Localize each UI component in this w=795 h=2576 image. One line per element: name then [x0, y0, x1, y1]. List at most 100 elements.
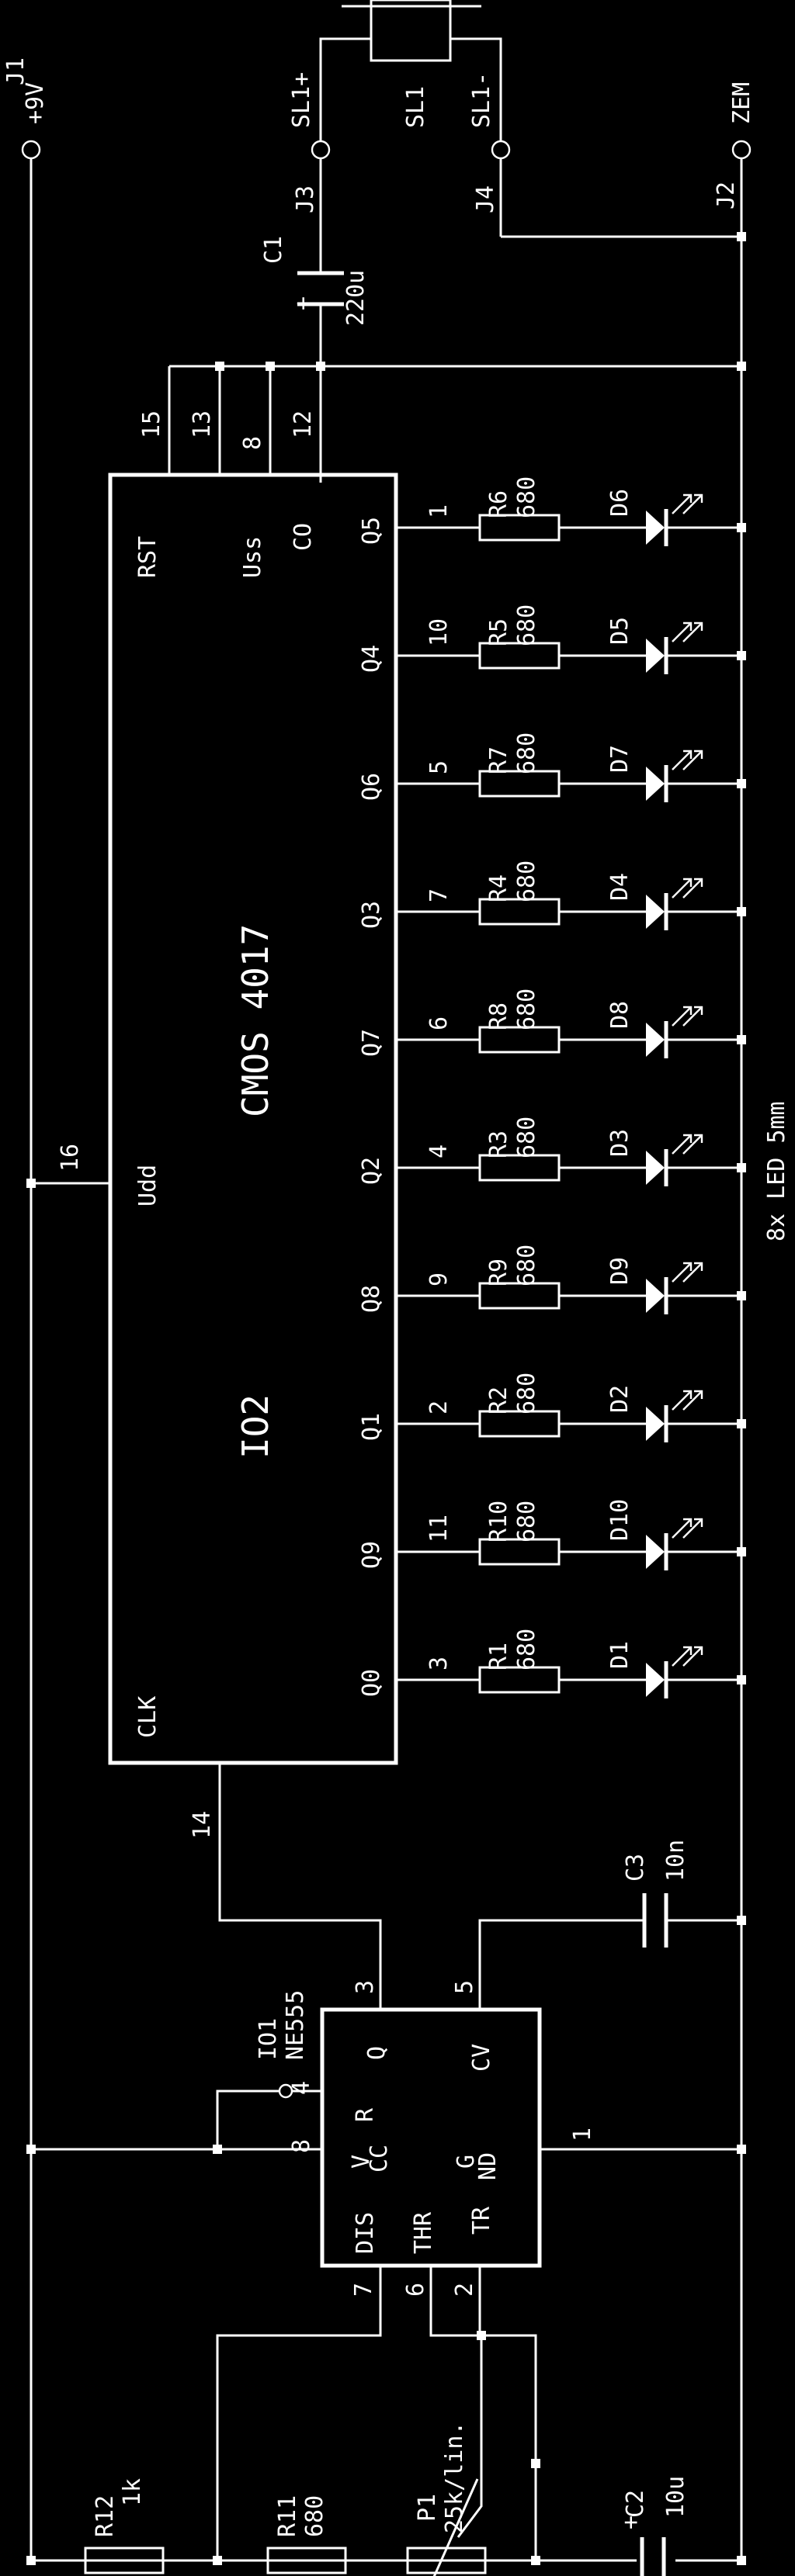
- led-icon: [646, 1663, 665, 1697]
- speaker-sl1: SL1: [342, 0, 481, 128]
- output-resistor-ref: R10: [485, 1501, 512, 1542]
- output-q-label: Q1: [358, 1413, 385, 1441]
- io1-part: NE555: [282, 1990, 309, 2060]
- c3-ref: C3: [622, 1854, 649, 1882]
- output-resistor-ref: R5: [485, 618, 512, 646]
- output-resistor-ref: R2: [485, 1387, 512, 1414]
- output-resistor-value: 680: [513, 1373, 540, 1414]
- led-arrow: [672, 750, 692, 770]
- connector-j3: J3 SL1+: [288, 72, 331, 213]
- output-led-ref: D2: [606, 1385, 634, 1413]
- junction-dot: [737, 523, 746, 532]
- io2-ref: IO2: [234, 1394, 276, 1459]
- j4-name: SL1-: [468, 72, 495, 128]
- output-resistor-value: 680: [513, 1629, 540, 1671]
- junction-dot: [737, 651, 746, 660]
- led-arrow-head: [683, 493, 693, 503]
- led-note: 8x LED 5mm: [763, 1101, 790, 1241]
- io2-pin-uss-number: 8: [239, 436, 266, 450]
- output-resistor-ref: R9: [485, 1259, 512, 1286]
- led-icon: [646, 511, 665, 545]
- io1-pin-2-number: 2: [451, 2283, 478, 2297]
- led-arrow: [672, 1262, 692, 1283]
- j1-ref: J1: [2, 57, 30, 85]
- led-arrow: [682, 1646, 703, 1667]
- c1-value: 220u: [342, 270, 370, 326]
- output-led-ref: D5: [606, 617, 634, 645]
- led-arrow: [682, 622, 703, 642]
- junction-dot: [737, 1547, 746, 1556]
- output-resistor-ref: R6: [485, 490, 512, 518]
- led-arrow: [682, 878, 703, 898]
- io1-pin-5-number: 5: [451, 1980, 478, 1994]
- connector-j1: J1 +9V: [2, 57, 49, 160]
- io2-label-uss: Uss: [239, 536, 266, 578]
- led-arrow-head: [694, 1518, 703, 1527]
- c2-value: 10u: [662, 2476, 689, 2518]
- io1-label-v: V: [348, 2155, 375, 2169]
- j2-ref: J2: [713, 182, 740, 209]
- junction-dot: [737, 1291, 746, 1300]
- c1-ref: C1: [260, 236, 287, 264]
- output-q-label: Q4: [358, 645, 385, 673]
- output-led-ref: D1: [606, 1641, 634, 1669]
- resistor-r11: R11 680: [266, 2495, 347, 2574]
- io1-label-g: G: [453, 2155, 480, 2169]
- output-resistor-value: 680: [513, 732, 540, 774]
- ic-io2: 15 13 8 12 RST Uss CO Udd CLK CMOS 4017 …: [31, 365, 741, 2010]
- io1-label-cv: CV: [468, 2044, 495, 2072]
- output-led-ref: D10: [606, 1499, 634, 1541]
- capacitor-c3: C3 10n: [478, 1840, 741, 2010]
- io2-pin-co-number: 12: [290, 410, 317, 438]
- io1-label-tr: TR: [468, 2206, 495, 2235]
- output-led-ref: D9: [606, 1257, 634, 1285]
- led-arrow: [672, 1518, 692, 1539]
- led-icon: [646, 1535, 665, 1569]
- led-arrow-head: [683, 1646, 693, 1655]
- c2-ref: C2: [622, 2490, 649, 2518]
- io2-label-co: CO: [290, 523, 317, 551]
- c2-plus: +: [617, 2515, 644, 2529]
- io2-pin-clk-number: 14: [189, 1811, 216, 1839]
- led-arrow-head: [694, 750, 703, 759]
- led-arrow: [672, 1006, 692, 1027]
- connector-j4: J4 SL1-: [468, 72, 511, 213]
- resistor-r12: R12 1k: [84, 2478, 165, 2574]
- r11-value: 680: [301, 2495, 328, 2537]
- output-pin-number: 11: [425, 1515, 453, 1542]
- output-resistor-ref: R4: [485, 874, 512, 902]
- led-arrow: [682, 1006, 703, 1027]
- output-pin-number: 9: [425, 1272, 453, 1286]
- led-arrow: [682, 1390, 703, 1411]
- io1-pin-3-number: 3: [352, 1980, 379, 1994]
- io1-pin-7-number: 7: [350, 2283, 377, 2297]
- output-led-ref: D6: [606, 489, 634, 517]
- led-arrow-head: [683, 1518, 693, 1527]
- led-icon: [646, 895, 665, 929]
- output-pin-number: 1: [425, 504, 453, 518]
- io1-pin-6-number: 6: [402, 2283, 429, 2297]
- output-resistor-ref: R1: [485, 1643, 512, 1671]
- potentiometer-p1: P1 25k/lin.: [406, 2337, 537, 2576]
- rails: [30, 37, 743, 2562]
- led-arrow-head: [694, 493, 703, 503]
- io1-ref: IO1: [255, 2018, 282, 2060]
- output-resistor-ref: R7: [485, 746, 512, 774]
- c3-value: 10n: [662, 1840, 689, 1882]
- j2-name: ZEM: [728, 82, 755, 124]
- r11-ref: R11: [274, 2495, 301, 2537]
- output-resistor-value: 680: [513, 1245, 540, 1286]
- junction-dot: [737, 1675, 746, 1684]
- led-arrow-head: [683, 878, 693, 887]
- led-arrow-head: [694, 1262, 703, 1271]
- led-arrow-head: [694, 878, 703, 887]
- led-arrow: [672, 622, 692, 642]
- led-arrow-head: [694, 1646, 703, 1655]
- led-arrow: [682, 1518, 703, 1539]
